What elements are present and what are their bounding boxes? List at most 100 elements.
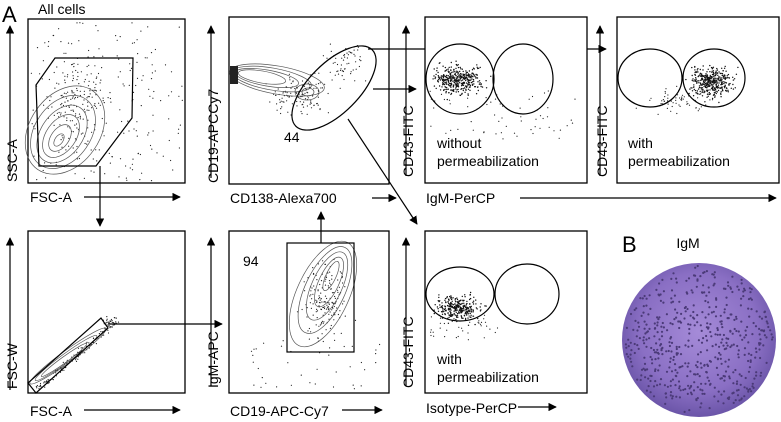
event-dot — [701, 84, 703, 86]
event-dot — [253, 384, 255, 386]
event-dot — [670, 341, 674, 344]
event-dot — [41, 78, 43, 80]
event-dot — [83, 177, 85, 179]
event-dot — [98, 149, 100, 151]
event-dot — [722, 402, 725, 405]
event-dot — [642, 367, 645, 370]
event-dot — [694, 266, 697, 269]
event-dot — [86, 109, 88, 111]
event-dot — [629, 357, 632, 360]
event-dot — [93, 124, 96, 126]
event-dot — [725, 82, 728, 84]
event-dot — [107, 325, 109, 327]
plot-cd138-cd19: 44 CD19-APCCy7 CD138-Alexa700 — [205, 16, 397, 206]
event-dot — [435, 73, 437, 76]
event-dot — [716, 80, 718, 83]
event-dot — [704, 84, 706, 86]
event-dot — [722, 374, 725, 378]
event-dot — [715, 298, 718, 301]
event-dot — [466, 85, 468, 88]
event-dot — [696, 314, 699, 317]
event-dot — [80, 71, 82, 73]
event-dot — [696, 360, 699, 363]
event-dot — [701, 91, 703, 94]
event-dot — [445, 86, 447, 89]
igm-with-gate-right — [682, 48, 746, 108]
event-dot — [91, 107, 93, 109]
event-dot — [443, 308, 446, 311]
event-dot — [60, 112, 62, 114]
event-dot — [456, 89, 458, 91]
event-dot — [444, 88, 446, 91]
event-dot — [723, 308, 726, 311]
event-dot — [627, 355, 630, 358]
event-dot — [115, 35, 117, 37]
igm-with-annotation-2: permeabilization — [628, 153, 730, 169]
event-dot — [458, 305, 460, 307]
event-dot — [323, 301, 325, 303]
event-dot — [732, 391, 735, 394]
event-dot — [725, 70, 727, 72]
event-dot — [649, 379, 652, 383]
event-dot — [707, 286, 710, 289]
event-dot — [322, 260, 324, 262]
event-dot — [40, 386, 42, 388]
event-dot — [732, 83, 734, 86]
event-dot — [456, 64, 458, 67]
event-dot — [736, 285, 739, 288]
event-dot — [457, 72, 459, 74]
event-dot — [636, 344, 639, 347]
event-dot — [629, 353, 632, 356]
event-dot — [485, 80, 487, 82]
event-dot — [38, 388, 40, 390]
event-dot — [115, 317, 117, 319]
event-dot — [702, 337, 705, 340]
event-dot — [693, 88, 695, 91]
event-dot — [177, 132, 179, 134]
event-dot — [459, 307, 461, 310]
event-dot — [313, 104, 315, 106]
event-dot — [465, 310, 467, 312]
event-dot — [455, 314, 457, 316]
event-dot — [669, 322, 672, 325]
event-dot — [455, 77, 457, 79]
event-dot — [95, 149, 97, 151]
event-dot — [708, 85, 711, 87]
cd138-to-isotype-arrow — [347, 118, 418, 225]
event-dot — [706, 81, 709, 83]
panel-b-letter: B — [622, 232, 637, 257]
event-dot — [78, 83, 80, 85]
event-dot — [327, 306, 329, 308]
event-dot — [90, 73, 92, 75]
event-dot — [58, 111, 60, 114]
event-dot — [325, 278, 327, 280]
event-dot — [665, 396, 668, 399]
event-dot — [542, 117, 544, 120]
event-dot — [713, 282, 716, 285]
event-dot — [320, 308, 323, 311]
event-dot — [638, 337, 642, 340]
event-dot — [475, 73, 477, 76]
event-dot — [315, 299, 317, 301]
event-dot — [739, 304, 743, 307]
event-dot — [355, 61, 357, 63]
event-dot — [316, 102, 318, 105]
event-dot — [444, 82, 446, 84]
event-dot — [670, 110, 672, 112]
event-dot — [467, 97, 469, 99]
event-dot — [640, 374, 643, 377]
event-dot — [654, 327, 657, 330]
event-dot — [648, 327, 651, 330]
event-dot — [656, 331, 659, 334]
event-dot — [178, 26, 180, 28]
event-dot — [748, 315, 751, 318]
event-dot — [290, 384, 292, 386]
event-dot — [480, 309, 482, 311]
event-dot — [687, 103, 689, 105]
event-dot — [667, 103, 669, 105]
event-dot — [63, 116, 65, 118]
event-dot — [715, 366, 719, 369]
all-cells-gate — [35, 57, 134, 167]
event-dot — [319, 283, 321, 286]
event-dot — [277, 88, 279, 90]
